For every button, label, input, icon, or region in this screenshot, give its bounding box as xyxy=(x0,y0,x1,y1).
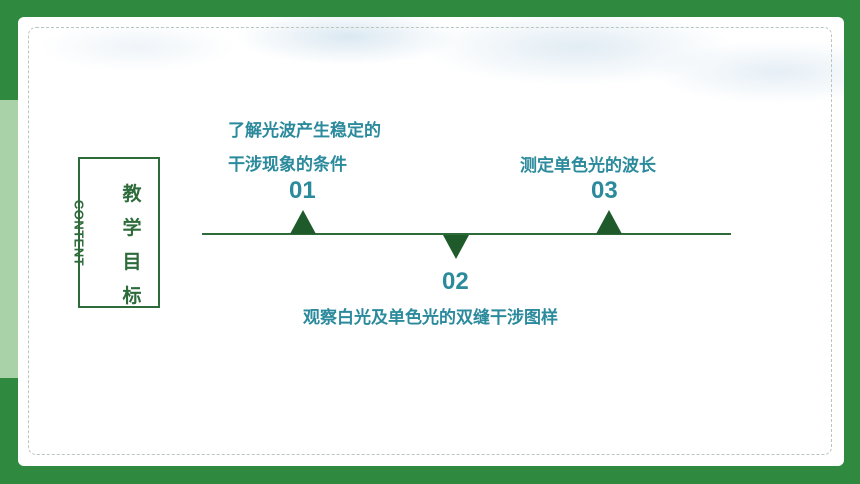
title-char: 教 xyxy=(122,183,142,205)
item-01-text-line1: 了解光波产生稳定的 xyxy=(228,121,381,141)
slide-card xyxy=(18,17,844,466)
left-accent-band xyxy=(0,100,18,378)
timeline-line xyxy=(202,233,731,235)
item-01-text-line2: 干涉现象的条件 xyxy=(228,155,347,175)
timeline-marker-03-icon xyxy=(596,210,622,234)
title-char: 学 xyxy=(122,217,142,239)
cloud-background xyxy=(18,17,844,137)
timeline-marker-02-icon xyxy=(443,235,469,259)
item-02-number: 02 xyxy=(442,268,469,295)
content-label: CONTENT xyxy=(71,199,87,267)
teaching-goals-title: 教 学 目 标 xyxy=(120,180,144,316)
title-char: 目 xyxy=(122,251,142,273)
title-box xyxy=(78,157,160,308)
title-char: 标 xyxy=(122,285,142,307)
dashed-frame xyxy=(28,27,832,455)
item-02-text: 观察白光及单色光的双缝干涉图样 xyxy=(303,308,558,328)
item-01-number: 01 xyxy=(289,177,316,204)
timeline-marker-01-icon xyxy=(290,210,316,234)
item-03-number: 03 xyxy=(591,177,618,204)
item-03-text: 测定单色光的波长 xyxy=(520,156,656,176)
